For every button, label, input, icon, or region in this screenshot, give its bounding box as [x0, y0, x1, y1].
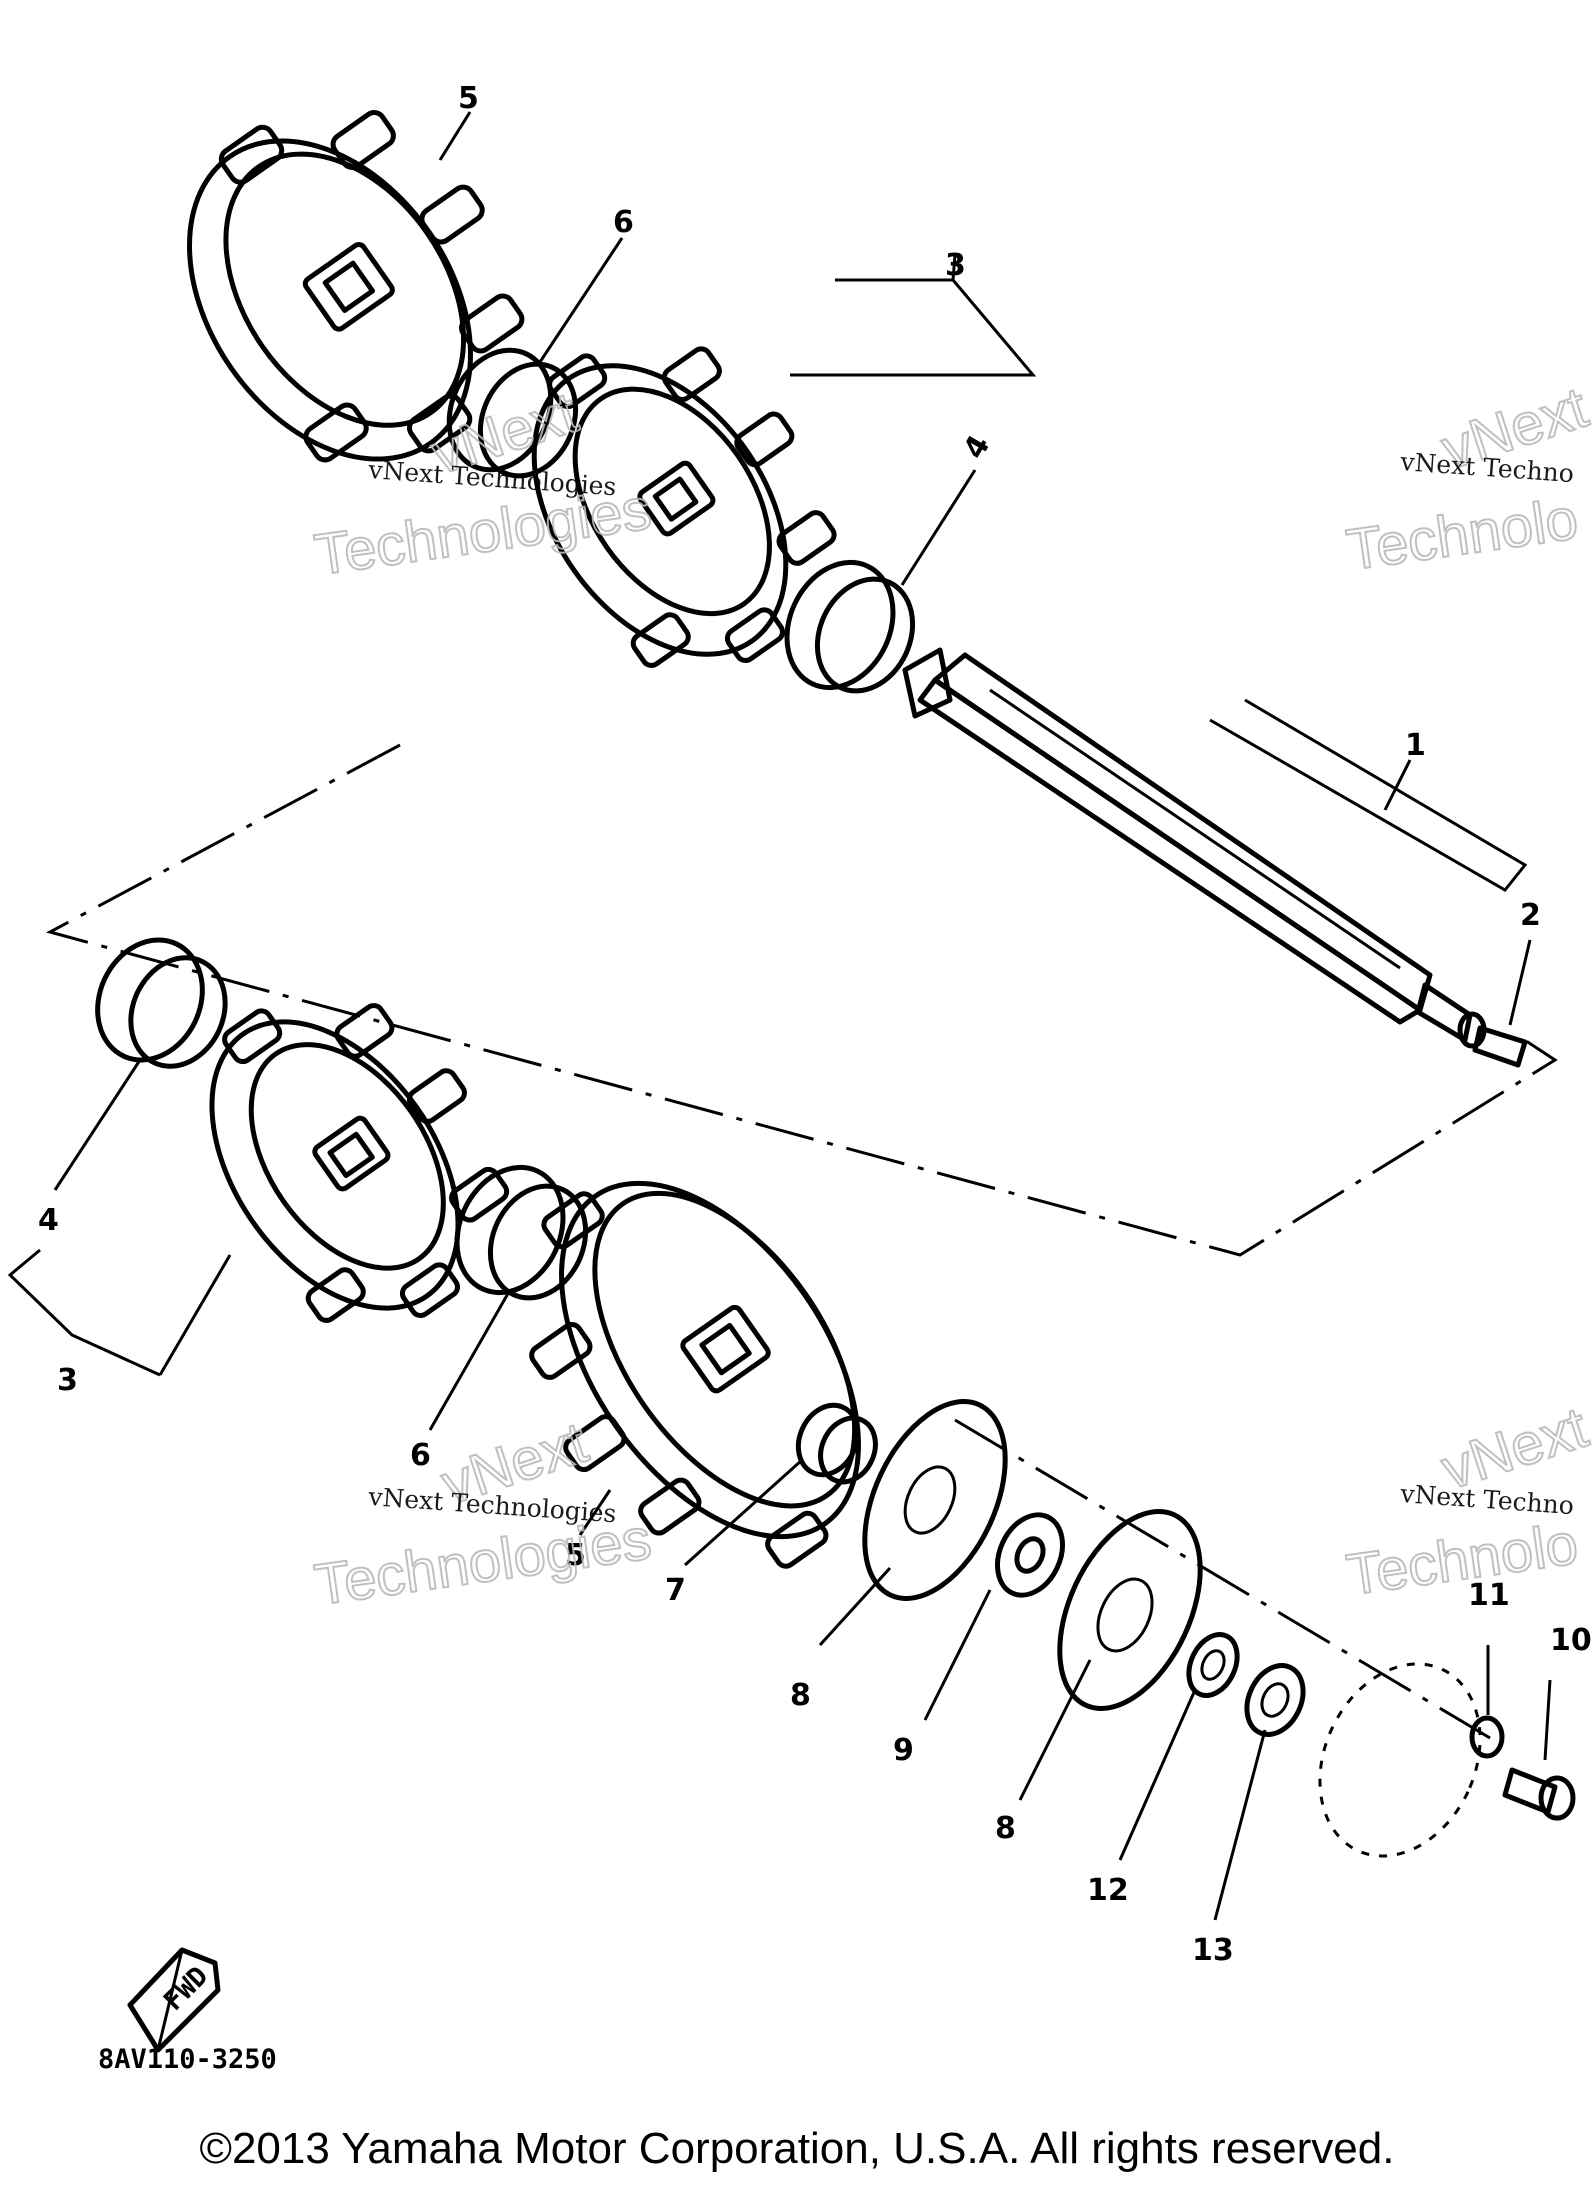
svg-text:Technolo: Technolo: [1343, 486, 1582, 583]
sprocket-3-top: [531, 346, 837, 668]
callout-12: 12: [1087, 1873, 1129, 1908]
washer-12: [1186, 1632, 1240, 1698]
collar-6-top: [446, 347, 579, 479]
callout-4-top: 4: [957, 429, 998, 465]
collar-6-bottom: [454, 1164, 589, 1301]
callout-6-top: 6: [613, 205, 634, 240]
callout-9: 9: [893, 1733, 914, 1768]
spacer-7: [795, 1402, 878, 1485]
callout-4-bottom: 4: [38, 1203, 59, 1238]
front-direction-icon: FWD: [127, 1947, 221, 2053]
axis-line-lower: [954, 1418, 1491, 1740]
svg-text:vNext Techno: vNext Techno: [1399, 1479, 1575, 1520]
sprocket-teeth-top: [218, 110, 525, 463]
callout-labels: 5 6 3 4 1 2 4 3 6 5 7 8 9 8 12 13 11 10: [38, 81, 1592, 1968]
leader-lines-top: [438, 111, 1532, 1026]
callout-6-bottom: 6: [410, 1438, 431, 1473]
bearing-housing-8a: [862, 1399, 1008, 1601]
callout-5-top: 5: [458, 81, 479, 116]
callout-3-top: 3: [945, 248, 966, 283]
nut-13: [1244, 1663, 1306, 1737]
callout-8-a: 8: [790, 1678, 811, 1713]
copyright-notice: ©2013 Yamaha Motor Corporation, U.S.A. A…: [199, 2124, 1395, 2173]
drawing-code: 8AV110-3250: [98, 2044, 277, 2075]
svg-text:Technolo: Technolo: [1343, 1511, 1582, 1608]
callout-3-bottom: 3: [57, 1363, 78, 1398]
sprocket-large-top: [187, 110, 525, 463]
callout-13: 13: [1192, 1933, 1234, 1968]
svg-text:vNext Techno: vNext Techno: [1399, 447, 1575, 488]
collar-4-bottom: [95, 937, 228, 1069]
callout-11: 11: [1468, 1578, 1510, 1613]
assembly-boundary: [45, 743, 1558, 1257]
bearing-housing-8b: [1057, 1509, 1203, 1711]
sprocket-large-bottom: [529, 1180, 861, 1569]
leader-lines-bottom: [7, 1059, 1552, 1921]
bearing-9: [995, 1512, 1065, 1598]
callout-10: 10: [1550, 1623, 1592, 1658]
drive-shaft: [902, 647, 1528, 1068]
bolt-10: [1502, 1767, 1576, 1821]
callout-5-bottom: 5: [565, 1538, 586, 1573]
collar-4-top: [784, 559, 916, 694]
callout-8-b: 8: [995, 1811, 1016, 1846]
sprocket-3-bottom: [209, 1003, 510, 1323]
washer-11: [1469, 1715, 1505, 1759]
hub-cover: [1318, 1662, 1482, 1858]
callout-7: 7: [665, 1573, 686, 1608]
callout-1: 1: [1405, 728, 1426, 763]
callout-2: 2: [1520, 898, 1541, 933]
